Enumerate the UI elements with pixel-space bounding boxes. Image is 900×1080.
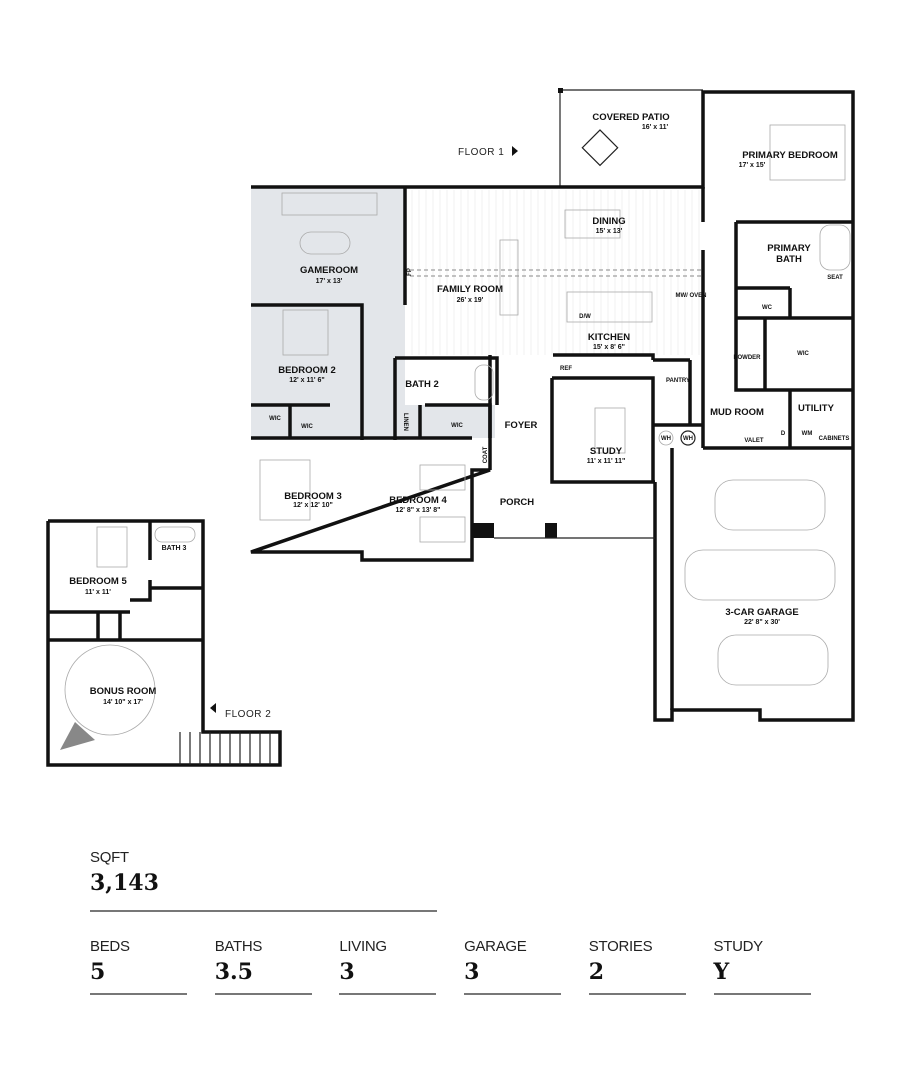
stat-value: 3.5	[214, 959, 253, 985]
stat-garage: GARAGE 3	[464, 938, 562, 995]
furniture	[259, 124, 851, 686]
divider	[214, 993, 312, 995]
stat-value: Y	[713, 959, 730, 985]
sqft-label: SQFT	[90, 849, 129, 866]
bedroom-4-label: BEDROOM 4	[389, 495, 447, 506]
room-labels-floor-1: COVERED PATIO 16' x 11' PRIMARY BEDROOM …	[269, 112, 849, 626]
gameroom-dim: 17' x 13'	[316, 278, 343, 285]
primary-bedroom-label: PRIMARY BEDROOM	[742, 150, 838, 161]
bedroom-2-label: BEDROOM 2	[278, 365, 336, 376]
primary-bath-label-2: BATH	[776, 254, 802, 265]
dishwasher-label: D/W	[579, 314, 591, 320]
bedroom-3-wic-label: WIC	[301, 424, 313, 430]
bedroom-5-label: BEDROOM 5	[69, 576, 127, 587]
covered-patio-dim: 16' x 11'	[642, 124, 669, 131]
primary-wic-label: WIC	[797, 351, 809, 357]
washer-label: WM	[802, 431, 813, 437]
stat-living: LIVING 3	[339, 938, 437, 995]
bedroom-2-wic-label: WIC	[269, 416, 281, 422]
mud-room-label: MUD ROOM	[710, 407, 764, 418]
bedroom-3-dim: 12' x 12' 10"	[293, 502, 333, 509]
stat-label: BEDS	[90, 938, 130, 955]
garage-label: 3-CAR GARAGE	[725, 607, 798, 618]
bonus-room-dim: 14' 10" x 17'	[103, 699, 143, 706]
floor-2-walls	[46, 519, 282, 767]
stat-value: 3	[464, 959, 480, 985]
kitchen-label: KITCHEN	[588, 332, 630, 343]
kitchen-dim: 15' x 8' 6"	[593, 344, 625, 351]
water-heater-2-label: WH	[683, 436, 693, 442]
stat-label: BATHS	[214, 938, 263, 955]
family-room-label: FAMILY ROOM	[437, 284, 503, 295]
wc-label: WC	[762, 305, 773, 311]
foyer-label: FOYER	[505, 420, 538, 431]
dryer-label: D	[781, 431, 786, 437]
water-heater-1-label: WH	[661, 436, 671, 442]
sqft-value: 3,143	[90, 870, 159, 896]
bonus-room-label: BONUS ROOM	[90, 686, 157, 697]
bath-3-label: BATH 3	[162, 545, 187, 552]
refrigerator-label: REF	[560, 366, 572, 372]
car-icon	[717, 634, 829, 686]
divider	[588, 993, 686, 995]
pantry-label: PANTRY	[666, 378, 690, 384]
arrow-left-icon	[210, 703, 216, 713]
bedroom-2-dim: 12' x 11' 6"	[289, 377, 324, 384]
dining-label: DINING	[592, 216, 625, 227]
floor-1-walls	[250, 90, 855, 722]
gameroom-label: GAMEROOM	[300, 265, 358, 276]
floor-texture	[411, 190, 700, 355]
mw-oven-label: MW/ OVEN	[676, 293, 707, 299]
stat-label: GARAGE	[464, 938, 527, 955]
porch-label: PORCH	[500, 497, 534, 508]
arrow-right-icon	[512, 146, 518, 156]
bedroom-5-dim: 11' x 11'	[85, 589, 111, 596]
dining-dim: 15' x 13'	[596, 228, 623, 235]
valet-label: VALET	[744, 438, 764, 444]
highlighted-rooms	[251, 187, 495, 440]
garage-dim: 22' 8" x 30'	[744, 619, 780, 626]
stat-stories: STORIES 2	[588, 938, 686, 995]
seat-label: SEAT	[827, 275, 843, 281]
divider	[464, 993, 562, 995]
bath-2-label: BATH 2	[405, 379, 439, 390]
divider	[90, 993, 187, 995]
cabinets-label: CABINETS	[819, 436, 850, 442]
sqft-stat: SQFT 3,143	[90, 849, 437, 912]
study-dim: 11' x 11' 11"	[587, 458, 626, 465]
bedroom-3-label: BEDROOM 3	[284, 491, 342, 502]
study-label: STUDY	[590, 446, 623, 457]
bedroom-4-dim: 12' 8" x 13' 8"	[396, 507, 441, 514]
stat-label: STUDY	[713, 938, 764, 955]
coat-label: COAT	[483, 446, 489, 463]
stat-study: STUDY Y	[713, 938, 811, 995]
stat-value: 2	[588, 959, 605, 985]
floor-1-label: FLOOR 1	[458, 147, 504, 158]
stat-baths: BATHS 3.5	[214, 938, 312, 995]
car-icon	[684, 549, 836, 601]
covered-patio-label: COVERED PATIO	[592, 112, 669, 123]
divider	[90, 910, 437, 912]
stat-value: 5	[90, 959, 106, 985]
stat-beds: BEDS 5	[90, 938, 187, 995]
covered-patio	[558, 88, 703, 187]
car-icon	[714, 479, 826, 531]
room-labels-floor-2: BEDROOM 5 11' x 11' BATH 3 BONUS ROOM 14…	[69, 545, 186, 706]
divider	[339, 993, 437, 995]
primary-bedroom-dim: 17' x 15'	[739, 162, 766, 169]
stat-label: LIVING	[339, 938, 387, 955]
floor-2-label: FLOOR 2	[225, 709, 271, 720]
stat-value: 3	[339, 959, 355, 985]
bedroom-4-wic-label: WIC	[451, 423, 463, 429]
powder-label: POWDER	[734, 355, 762, 361]
family-room-dim: 26' x 19'	[457, 297, 484, 304]
stat-label: STORIES	[588, 938, 653, 955]
fireplace-label: FP	[407, 268, 413, 276]
floor-plan-drawing: COVERED PATIO 16' x 11' PRIMARY BEDROOM …	[46, 88, 855, 767]
linen-label: LINEN	[402, 413, 408, 431]
utility-label: UTILITY	[798, 403, 835, 414]
primary-bath-label-1: PRIMARY	[767, 243, 811, 254]
divider	[713, 993, 811, 995]
